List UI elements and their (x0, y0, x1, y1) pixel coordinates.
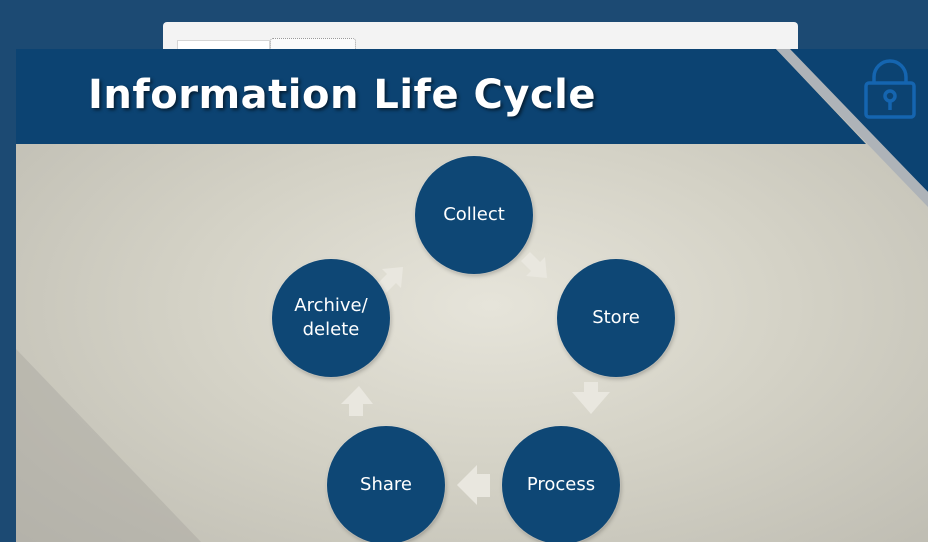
cycle-node-share: Share (327, 426, 445, 542)
cycle-node-store: Store (557, 259, 675, 377)
arrow-archive-to-collect (377, 267, 403, 293)
cycle-node-archive-delete: Archive/ delete (272, 259, 390, 377)
slide-title: Information Life Cycle (88, 72, 596, 118)
padlock-icon (864, 59, 916, 119)
node-label: Archive/ delete (294, 295, 368, 340)
node-label: Collect (443, 204, 505, 225)
node-label: Share (360, 474, 412, 495)
arrow-store-to-process (572, 382, 610, 414)
diagonal-stripe (776, 49, 928, 207)
arrow-collect-to-store (521, 252, 547, 278)
slide-decoration (16, 49, 928, 542)
arrow-process-to-share (457, 465, 490, 505)
cycle-node-collect: Collect (415, 156, 533, 274)
title-band (16, 49, 866, 144)
node-label: Process (526, 474, 596, 495)
slide: Information Life Cycle Collect Store Pro… (16, 49, 928, 542)
arrow-share-to-archive (341, 386, 373, 416)
cycle-node-process: Process (502, 426, 620, 542)
node-label: Store (592, 307, 640, 328)
corner-shade (16, 349, 201, 542)
